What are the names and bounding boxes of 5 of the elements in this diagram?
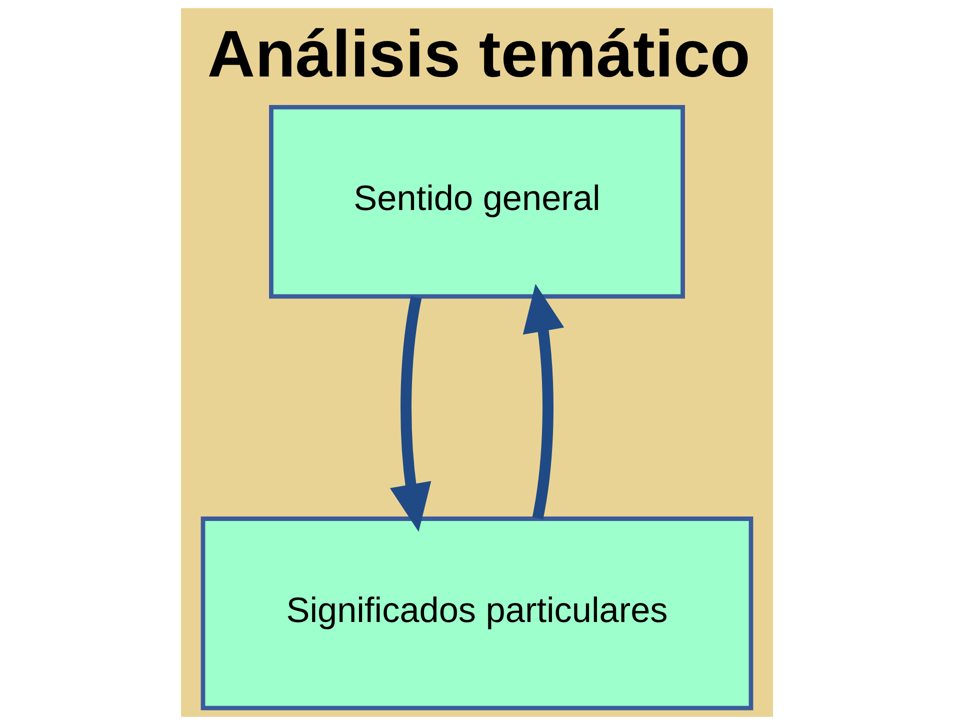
node-box: Significados particulares	[200, 516, 754, 710]
diagram-title: Análisis temático	[207, 16, 750, 90]
arrow	[390, 296, 432, 532]
node-box: Sentido general	[269, 105, 685, 299]
arrow	[522, 284, 564, 520]
